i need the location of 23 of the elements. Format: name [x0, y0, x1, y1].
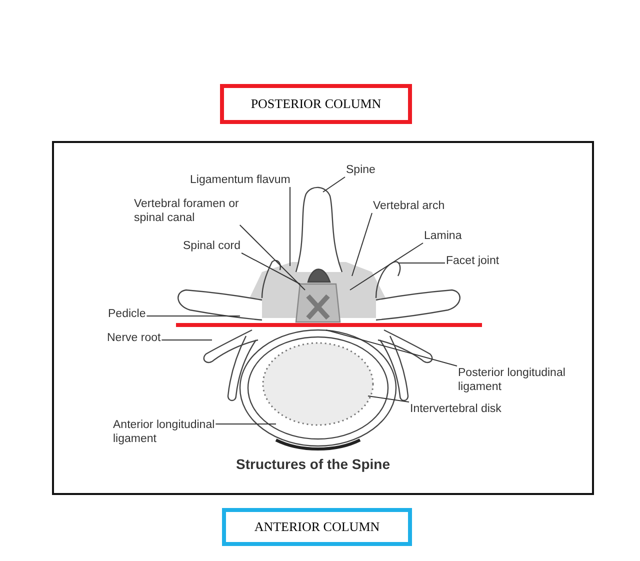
- part-label: Spine: [346, 163, 376, 177]
- part-label: Ligamentum flavum: [190, 173, 290, 187]
- figure-caption: Structures of the Spine: [236, 456, 390, 472]
- part-label: Anterior longitudinal ligament: [113, 418, 239, 446]
- part-label: Vertebral foramen or spinal canal: [134, 197, 252, 225]
- part-label: Posterior longitudinal ligament: [458, 366, 586, 394]
- leader-line: [368, 396, 410, 402]
- leader-line: [350, 242, 424, 290]
- leader-line: [326, 330, 458, 366]
- part-label: Lamina: [424, 229, 462, 243]
- leader-line: [322, 176, 346, 192]
- column-label: ANTERIOR COLUMN: [222, 508, 412, 546]
- part-label: Vertebral arch: [373, 199, 445, 213]
- leader-line: [239, 224, 306, 290]
- leader-line: [398, 262, 446, 264]
- part-label: Intervertebral disk: [410, 402, 502, 416]
- part-label: Nerve root: [107, 331, 161, 345]
- leader-line: [241, 252, 300, 284]
- part-label: Spinal cord: [183, 239, 241, 253]
- leader-line: [352, 212, 372, 276]
- column-label: POSTERIOR COLUMN: [220, 84, 412, 124]
- part-label: Pedicle: [108, 307, 146, 321]
- part-label: Facet joint: [446, 254, 500, 268]
